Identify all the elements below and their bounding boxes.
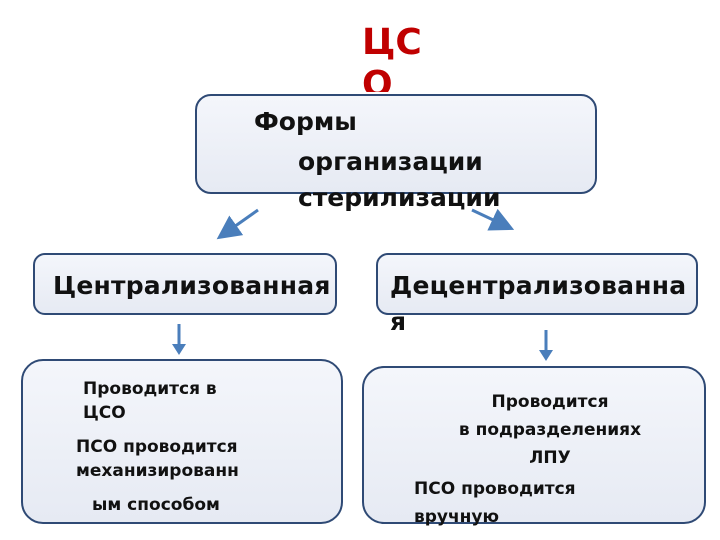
decentralized-desc-line-2: в подразделениях [458,420,642,440]
centralized-box [33,253,337,315]
diagram-title: ЦСО [362,22,422,92]
decentralized-desc-line-3: ЛПУ [529,448,571,468]
decentralized-desc-line-5: вручную [414,507,500,527]
centralized-desc-line-2: ЦСО [83,403,126,423]
centralized-desc-line-5: ым способом [92,495,220,515]
decentralized-label: Децентрализованная [390,271,687,336]
centralized-desc-line-4: механизированн [76,461,239,481]
arrow-root-left [216,208,259,240]
decentralized-desc-box [362,366,706,524]
decentralized-box [376,253,698,315]
root-line-3: стерилизации [298,183,501,212]
arrow-left-down [172,324,186,355]
root-line-2: организации [298,147,483,176]
centralized-desc-line-1: Проводится в [83,379,217,399]
centralized-desc-line-3: ПСО проводится [76,437,238,457]
root-line-1: Формы [254,107,357,136]
centralized-desc-box [21,359,343,524]
root-box [195,94,597,194]
arrow-root-right [471,208,515,231]
arrow-right-down [539,330,553,361]
centralized-label: Централизованная [53,271,331,300]
decentralized-desc-line-4: ПСО проводится [414,479,576,499]
decentralized-desc-line-1: Проводится [491,392,609,412]
